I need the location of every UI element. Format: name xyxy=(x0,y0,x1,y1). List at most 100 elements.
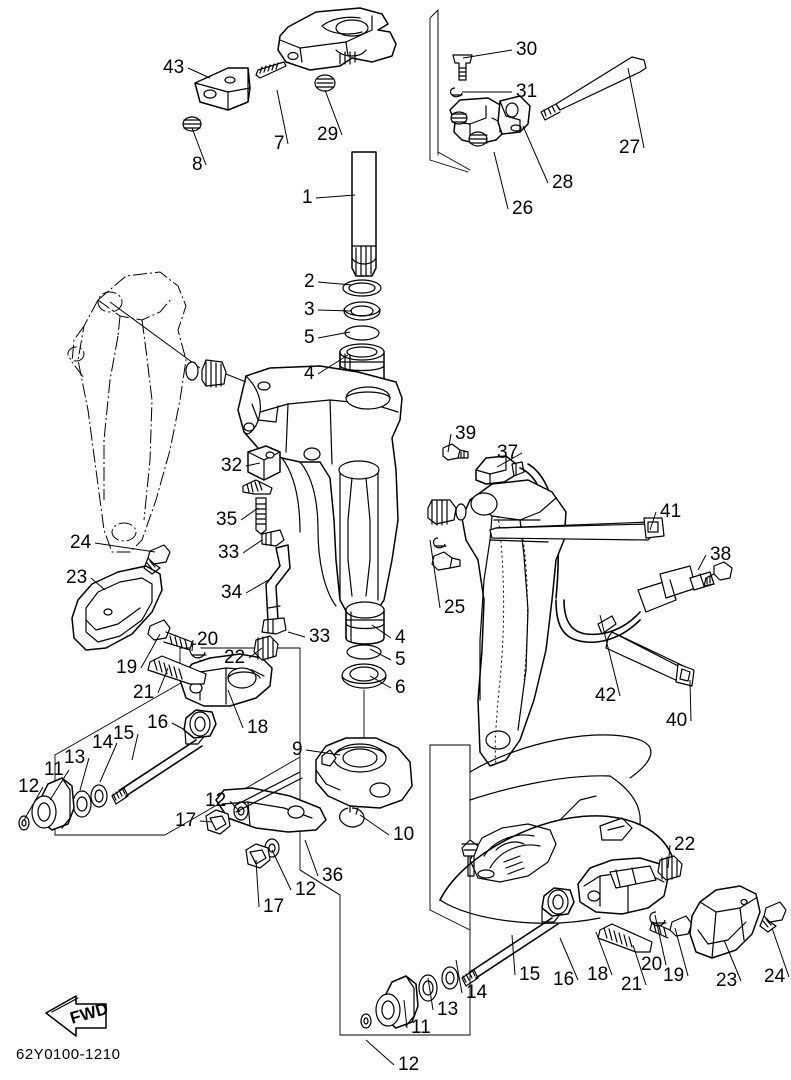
part-35-pin xyxy=(255,497,267,535)
leader-36 xyxy=(304,839,319,877)
leader-35 xyxy=(240,507,259,521)
leader-42 xyxy=(599,614,621,697)
leader-24 xyxy=(94,542,156,553)
leader-24 xyxy=(771,927,790,978)
leader-33 xyxy=(242,539,263,554)
leader-10 xyxy=(359,814,390,836)
leader-27 xyxy=(627,67,645,149)
part-18-clamp-left xyxy=(179,653,273,707)
spacer-stack-top xyxy=(339,279,385,385)
part-31-washer xyxy=(449,87,463,98)
part-42-harness xyxy=(555,565,715,643)
leader-12 xyxy=(271,849,292,891)
callout-3: 3 xyxy=(304,299,315,320)
part-40-tie xyxy=(605,631,695,687)
callout-35: 35 xyxy=(216,509,238,530)
callout-16: 16 xyxy=(147,712,169,733)
callout-43: 43 xyxy=(163,57,185,78)
callout-23: 23 xyxy=(716,970,738,991)
callout-17: 17 xyxy=(175,810,197,831)
callout-29: 29 xyxy=(317,124,339,145)
callout-40: 40 xyxy=(666,710,688,731)
callout-12: 12 xyxy=(205,790,227,811)
leader-43 xyxy=(187,67,211,79)
callout-33: 33 xyxy=(309,626,331,647)
callout-14: 14 xyxy=(466,982,488,1003)
leader-20 xyxy=(191,639,194,652)
callout-11: 11 xyxy=(411,1017,431,1038)
part-21-spring-right xyxy=(597,923,653,953)
part-8-bolt xyxy=(182,116,202,132)
callout-33: 33 xyxy=(218,542,240,563)
part-17-nut-a xyxy=(205,809,231,835)
leader-4 xyxy=(371,624,392,639)
callout-38: 38 xyxy=(710,544,732,565)
callout-26: 26 xyxy=(512,198,534,219)
callout-8: 8 xyxy=(192,154,203,175)
callout-28: 28 xyxy=(552,172,574,193)
leader-lines xyxy=(23,49,790,1066)
leader-16 xyxy=(171,722,186,731)
right-lower-shaft-assembly xyxy=(360,887,575,1029)
part-10-circlip xyxy=(339,805,365,828)
leader-17 xyxy=(255,859,260,908)
callout-18: 18 xyxy=(587,964,609,985)
leader-39 xyxy=(447,433,452,453)
leader-23 xyxy=(90,577,106,591)
callout-21: 21 xyxy=(133,682,155,703)
part-41-tie xyxy=(489,517,665,541)
leader-32 xyxy=(245,462,261,467)
part-32-clamp xyxy=(247,445,281,481)
leader-12 xyxy=(229,800,241,813)
leader-38 xyxy=(697,554,707,571)
callout-15: 15 xyxy=(113,723,135,744)
callout-30: 30 xyxy=(516,39,538,60)
callout-18: 18 xyxy=(247,717,269,738)
part-39-bolt xyxy=(442,443,469,461)
callout-16: 16 xyxy=(553,969,575,990)
callout-39: 39 xyxy=(455,423,477,444)
leader-13 xyxy=(79,757,90,791)
callout-5: 5 xyxy=(304,327,315,348)
leader-26 xyxy=(493,151,509,210)
leader-22 xyxy=(667,844,671,869)
part-43-plate xyxy=(194,67,251,111)
leader-29 xyxy=(324,89,343,136)
leader-13 xyxy=(427,977,434,1011)
callout-1: 1 xyxy=(302,187,313,208)
callout-15: 15 xyxy=(519,964,541,985)
callout-24: 24 xyxy=(70,532,92,553)
leader-19 xyxy=(140,633,161,669)
leader-18 xyxy=(595,931,613,976)
part-23-cover-left xyxy=(71,565,163,651)
leader-15 xyxy=(511,934,516,976)
callout-37: 37 xyxy=(497,442,519,463)
callout-17: 17 xyxy=(263,896,285,917)
leader-14 xyxy=(455,959,463,994)
part-23-cover-right xyxy=(689,885,761,959)
callout-22: 22 xyxy=(224,647,246,668)
leader-2 xyxy=(317,281,353,286)
leader-33 xyxy=(287,631,306,638)
leader-41 xyxy=(649,511,657,531)
part-38-bolt xyxy=(703,561,733,587)
callout-2: 2 xyxy=(304,271,315,292)
part-34-hose xyxy=(265,544,291,623)
part-25-swivel-bracket xyxy=(237,365,403,623)
callout-14: 14 xyxy=(92,732,114,753)
leader-7 xyxy=(276,89,289,145)
callout-20: 20 xyxy=(197,629,219,650)
callout-27: 27 xyxy=(619,137,641,158)
gearcase-hull xyxy=(439,734,673,924)
part-28-plate xyxy=(497,95,531,135)
part-37-fitting xyxy=(475,455,525,485)
part-32-screw xyxy=(242,479,273,495)
leader-6 xyxy=(369,675,392,689)
callout-19: 19 xyxy=(116,657,138,678)
left-pivot-shaft xyxy=(109,301,247,388)
leader-15 xyxy=(131,733,139,761)
callout-19: 19 xyxy=(663,965,685,986)
steering-yoke xyxy=(277,7,397,71)
callout-4: 4 xyxy=(395,627,406,648)
